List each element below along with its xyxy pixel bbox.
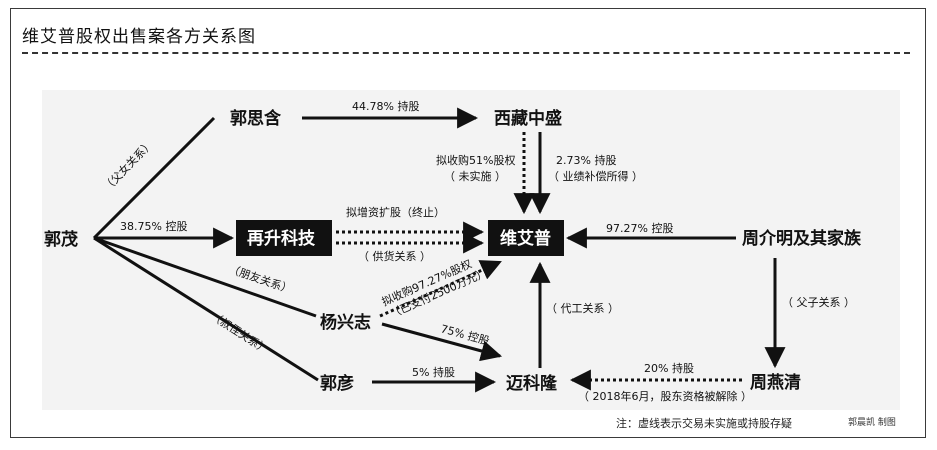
edge-label-xizang-stake-2: （ 业绩补偿所得 ） (548, 169, 643, 183)
edge-label-zhou-weiaipu: 97.27% 控股 (606, 221, 673, 235)
diagram-title: 维艾普股权出售案各方关系图 (22, 27, 256, 47)
arrow-yang-maikelong (381, 322, 503, 362)
edge-label-guomao-zaisheng: 38.75% 控股 (120, 219, 187, 233)
node-guo-sihan: 郭思含 (230, 108, 282, 129)
node-guo-yan: 郭彦 (320, 373, 354, 394)
node-zhou-yanqing: 周燕清 (750, 372, 801, 393)
edge-label-maikelong-weiaipu: （ 代工关系 ） (546, 301, 619, 315)
node-maikelong: 迈科隆 (506, 373, 558, 394)
weiaipu-box (488, 220, 564, 256)
node-weiaipu: 维艾普 (500, 228, 551, 249)
edge-label-zhouyanqing-maikelong-1: 20% 持股 (644, 361, 694, 375)
edge-label-zaisheng-bottom: （ 供货关系 ） (358, 249, 431, 263)
edge-label-zaisheng-top: 拟增资扩股（终止） (346, 205, 445, 219)
credit-line: 郭晨凯 制图 (848, 418, 896, 428)
edge-label-guoyan-maikelong: 5% 持股 (412, 365, 455, 379)
node-zaisheng-keji: 再升科技 (247, 228, 316, 249)
node-zhou-family: 周介明及其家族 (742, 228, 862, 249)
zaisheng-box (236, 220, 332, 256)
edge-label-guomao-guoyan: （叔侄关系） (208, 309, 271, 357)
title-divider (22, 52, 910, 54)
edge-label-zhouyanqing-maikelong-2: （ 2018年6月，股东资格被解除 ） (578, 389, 752, 403)
edge-label-guosihan-xizang: 44.78% 持股 (352, 99, 419, 113)
edge-label-guomao-yang: （朋友关系） (227, 262, 294, 297)
edge-label-xizang-stake-1: 2.73% 持股 (556, 153, 616, 167)
node-yang-xingzhi: 杨兴志 (320, 312, 371, 333)
footnote: 注：虚线表示交易未实施或持股存疑 (616, 417, 792, 430)
arrow-yang-weiaipu (379, 260, 502, 318)
edge-label-zhou-zhouyanqing: （ 父子关系 ） (782, 295, 855, 309)
line-guomao-yang (93, 236, 317, 318)
node-xizang-zhongsheng: 西藏中盛 (494, 108, 562, 129)
edge-label-xizang-weiaipu-1: 拟收购51%股权 (436, 153, 515, 167)
line-guomao-guosihan (92, 116, 216, 240)
node-guo-mao: 郭茂 (44, 229, 78, 250)
edge-label-yang-maikelong: 75% 控股 (439, 321, 491, 347)
edge-label-xizang-weiaipu-2: （ 未实施 ） (444, 169, 506, 183)
line-guomao-guoyan (93, 236, 319, 382)
